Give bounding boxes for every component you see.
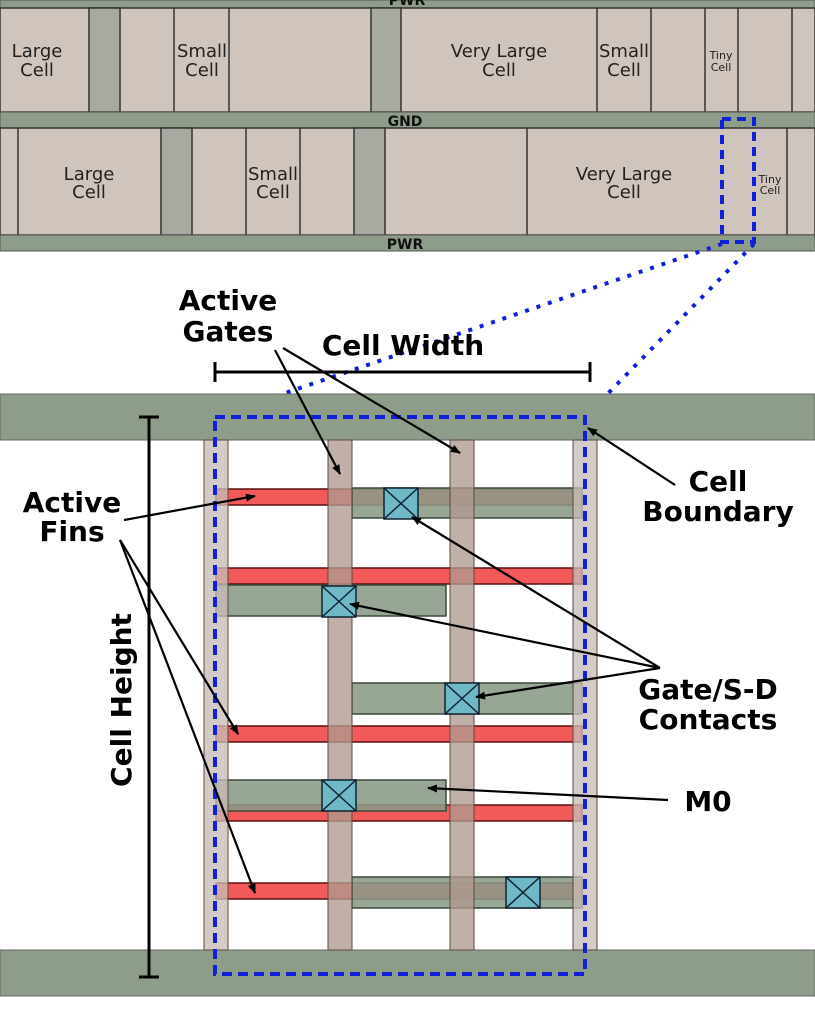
- row1-cell-5-line1: Tiny: [709, 49, 733, 62]
- active-fins-label-1: Active: [23, 486, 122, 519]
- row2-cell-4-line2: Cell: [760, 184, 781, 197]
- filler-cell: [353, 127, 386, 236]
- contacts-label-1: Gate/S-D: [638, 673, 778, 706]
- zoom-highlight-box: [720, 117, 756, 244]
- row-2-dividers: [17, 128, 788, 235]
- cell-height-label: Cell Height: [105, 613, 138, 787]
- row1-cell-1-line2: Cell: [20, 60, 54, 81]
- cell-boundary-label-2: Boundary: [642, 495, 793, 528]
- active-fins-label-2: Fins: [39, 515, 104, 548]
- row-1-dividers: [173, 8, 793, 112]
- contact: [321, 585, 357, 618]
- row2-cell-2-line1: Small: [248, 164, 298, 185]
- contacts-label-2: Contacts: [639, 703, 778, 736]
- row1-cell-3-line2: Cell: [482, 60, 516, 81]
- cell-rows: PWR Large Cell Small Cell Very Large Cel…: [0, 0, 815, 253]
- row2-cell-3-line2: Cell: [607, 182, 641, 203]
- contact: [321, 779, 357, 812]
- row1-cell-4-line2: Cell: [607, 60, 641, 81]
- filler-cell: [370, 7, 402, 113]
- cell-boundary-label-1: Cell: [689, 465, 748, 498]
- fin: [215, 567, 583, 585]
- cell-width-label: Cell Width: [322, 329, 484, 362]
- fin: [215, 725, 583, 743]
- active-gate: [327, 439, 353, 951]
- contact: [444, 682, 480, 715]
- cell-row-2: [0, 127, 815, 236]
- active-gates-label-2: Gates: [183, 315, 274, 348]
- row1-cell-5-line2: Cell: [711, 61, 732, 74]
- pwr-top-label: PWR: [389, 0, 426, 9]
- filler-cell: [88, 7, 121, 113]
- cell-width-dimension: [213, 362, 592, 382]
- row2-cell-1-line1: Large: [64, 164, 115, 185]
- pwr-rail-bottom: [0, 234, 815, 252]
- zoom-projection-lines: [214, 242, 756, 419]
- active-gates-label-1: Active: [179, 284, 278, 317]
- row1-cell-2-line1: Small: [177, 41, 227, 62]
- contact: [505, 876, 541, 909]
- m0-label: M0: [684, 785, 731, 818]
- row2-cell-4-line1: Tiny: [758, 173, 782, 186]
- row2-cell-1-line2: Cell: [72, 182, 106, 203]
- row1-cell-4-line1: Small: [599, 41, 649, 62]
- row1-cell-2-line2: Cell: [185, 60, 219, 81]
- pwr-bottom-label: PWR: [387, 237, 424, 253]
- cell-height-dimension: [139, 415, 159, 979]
- gnd-label: GND: [388, 114, 423, 130]
- contacts: [321, 487, 541, 909]
- callout-arrows: [118, 347, 676, 894]
- cell-row-1: [0, 7, 815, 113]
- contact: [383, 487, 419, 520]
- row1-cell-1-line1: Large: [12, 41, 63, 62]
- row2-cell-3-line1: Very Large: [576, 164, 672, 185]
- row1-cell-3-line1: Very Large: [451, 41, 547, 62]
- m0-strips: [215, 487, 583, 909]
- filler-cell: [160, 127, 193, 236]
- row2-cell-2-line2: Cell: [256, 182, 290, 203]
